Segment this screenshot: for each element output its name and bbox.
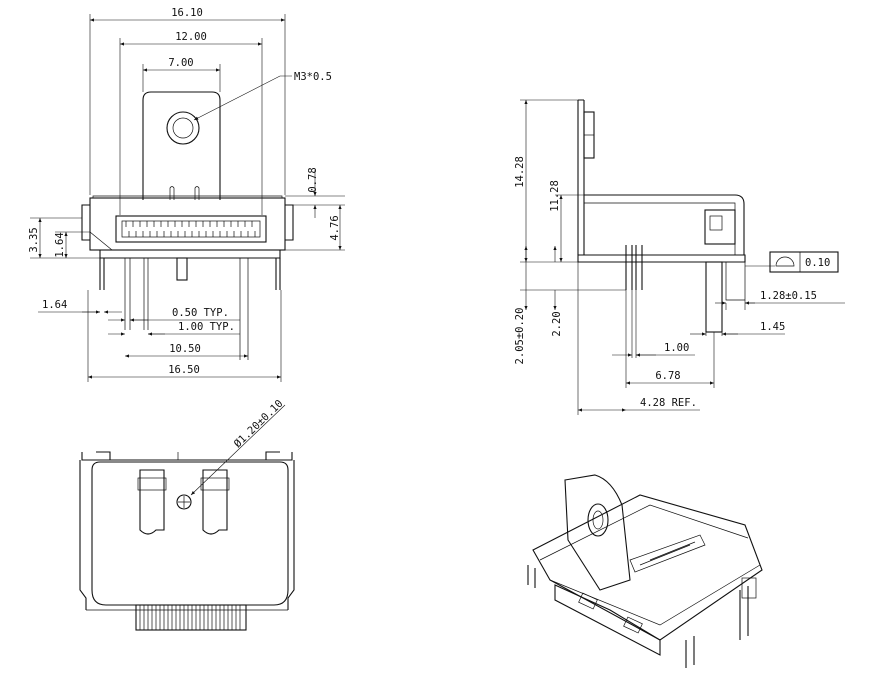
dim-tail-inner: 2.20 (551, 311, 563, 336)
front-pin-row (125, 221, 256, 237)
front-dimensions: 16.10 12.00 7.00 M3*0.5 0.78 4.76 3.35 1… (28, 7, 345, 382)
dim-overall-bottom: 16.50 (168, 364, 200, 376)
dim-overall-top: 16.10 (171, 7, 203, 19)
bottom-view: Ø1.20±0.10 (79, 398, 295, 631)
isometric-view (527, 474, 763, 668)
dim-tab-width: 1.28±0.15 (760, 290, 817, 302)
side-view: 0.10 (577, 99, 839, 333)
side-dimensions: 14.28 11.28 2.05±0.20 2.20 1.28±0.15 1.4… (514, 99, 845, 415)
dim-pitch: 0.50 TYP. (172, 307, 229, 319)
front-view (81, 91, 294, 360)
dim-shell-step: 0.78 (307, 167, 319, 192)
dim-upper-height: 11.28 (549, 180, 561, 212)
dim-body-height: 4.76 (329, 215, 341, 240)
front-shell (89, 197, 286, 251)
flatness-frame (769, 251, 839, 273)
bottom-clip-left (137, 469, 167, 535)
side-bracket (577, 99, 585, 255)
dim-pin-span-side: 6.78 (655, 370, 680, 382)
dim-inner-top: 12.00 (175, 31, 207, 43)
dim-total-height: 14.28 (514, 156, 526, 188)
dim-flatness: 0.10 (805, 257, 830, 269)
bottom-clip-right (200, 469, 230, 535)
dim-bracket-width: 7.00 (168, 57, 193, 69)
front-bracket (142, 91, 221, 200)
bottom-pins (135, 604, 247, 631)
side-body (584, 194, 745, 256)
bottom-shell (91, 461, 289, 606)
dim-pin-spacing: 1.00 TYP. (178, 321, 235, 333)
dim-left-inner: 1.64 (54, 232, 66, 257)
dim-left-height: 3.35 (28, 227, 40, 252)
dim-tail-height: 2.05±0.20 (514, 308, 526, 365)
front-cavity (115, 215, 267, 243)
dim-thread: M3*0.5 (294, 71, 332, 83)
dim-left-offset: 1.64 (42, 299, 67, 311)
dim-ref-span: 4.28 REF. (640, 397, 697, 409)
dim-hole: Ø1.20±0.10 (232, 398, 286, 451)
bottom-hole (176, 494, 192, 510)
iso-bracket (564, 474, 631, 591)
front-bracket-hole (166, 111, 200, 145)
dim-tab-offset: 1.45 (760, 321, 785, 333)
dim-pin-offset: 1.00 (664, 342, 689, 354)
dim-pin-span: 10.50 (169, 343, 201, 355)
